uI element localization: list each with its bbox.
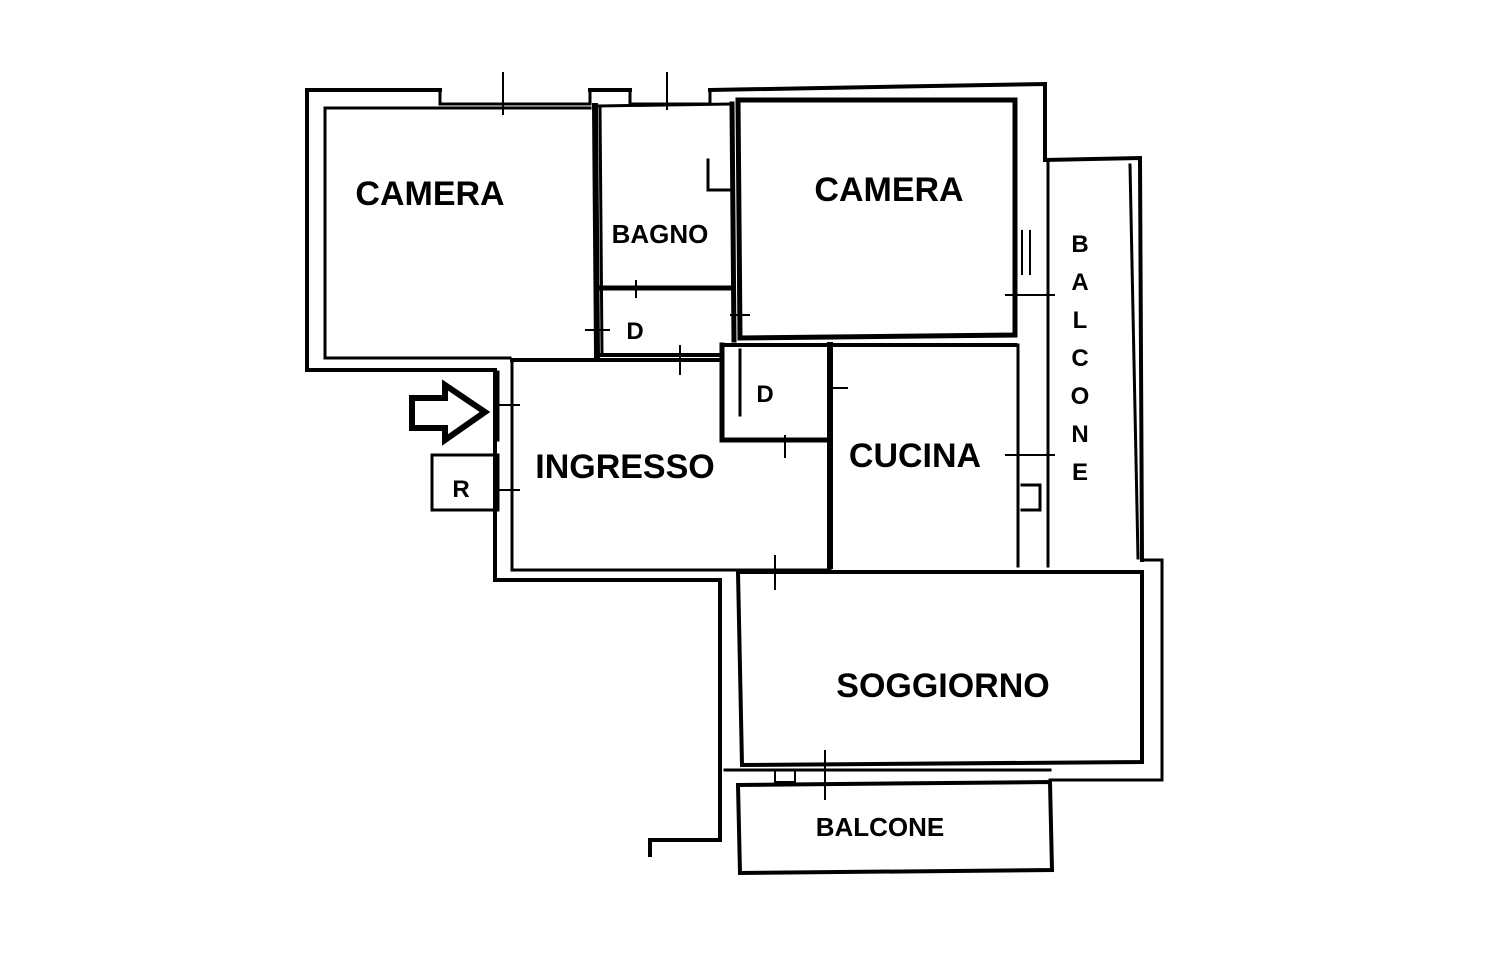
camera-left-inner-wall [323,106,512,360]
room-label-balcone-bottom: BALCONE [816,812,945,842]
bagno-shaft [706,158,734,192]
balcone-side-letter: O [1071,383,1090,410]
room-label-bagno: BAGNO [612,219,709,249]
room-label-cucina: CUCINA [849,437,981,475]
camera-bagno-partition-inner [598,104,604,357]
soggiorno-walls [735,569,1144,768]
camera-right-walls [735,97,1018,341]
walls [305,72,1164,876]
balcone-side-letter: N [1071,421,1088,448]
room-label-disimpegno-mid: D [756,381,773,408]
room-label-disimpegno-top: D [626,318,643,345]
balcone-side-outer [1042,155,1145,563]
room-label-ingresso: INGRESSO [535,448,714,486]
disimpegno-mid-walls [719,342,831,443]
window-north-2 [628,88,712,106]
balcone-side-letter: L [1073,307,1088,334]
balcone-side-letter: E [1072,459,1088,486]
room-label-balcone-side: B A L C O N E [1071,231,1090,486]
cucina-shaft [1020,483,1042,512]
balcone-side-letter: A [1071,269,1088,296]
balcone-side-letter: B [1071,231,1088,258]
outer-wall-west [305,88,722,857]
soggiorno-window-jamb [774,769,796,783]
room-label-soggiorno: SOGGIORNO [836,667,1049,705]
outer-wall-north-c [707,81,1047,162]
window-north-1 [438,88,592,106]
bagno-right-wall [729,101,737,343]
balcone-bottom-walls [735,779,1055,876]
ingresso-walls [510,358,832,572]
room-label-camera-left: CAMERA [355,175,504,213]
camera-bagno-partition [591,102,601,359]
room-label-riscaldamento: R [452,476,469,503]
entrance-arrow-icon [409,379,491,446]
soggiorno-outer-wall [1048,558,1164,782]
room-label-camera-right: CAMERA [814,171,963,209]
balcone-side-letter: C [1071,345,1088,372]
door-ticks [495,72,1055,800]
bagno-top-wall [596,102,732,108]
balcone-side-railing [1128,163,1140,560]
